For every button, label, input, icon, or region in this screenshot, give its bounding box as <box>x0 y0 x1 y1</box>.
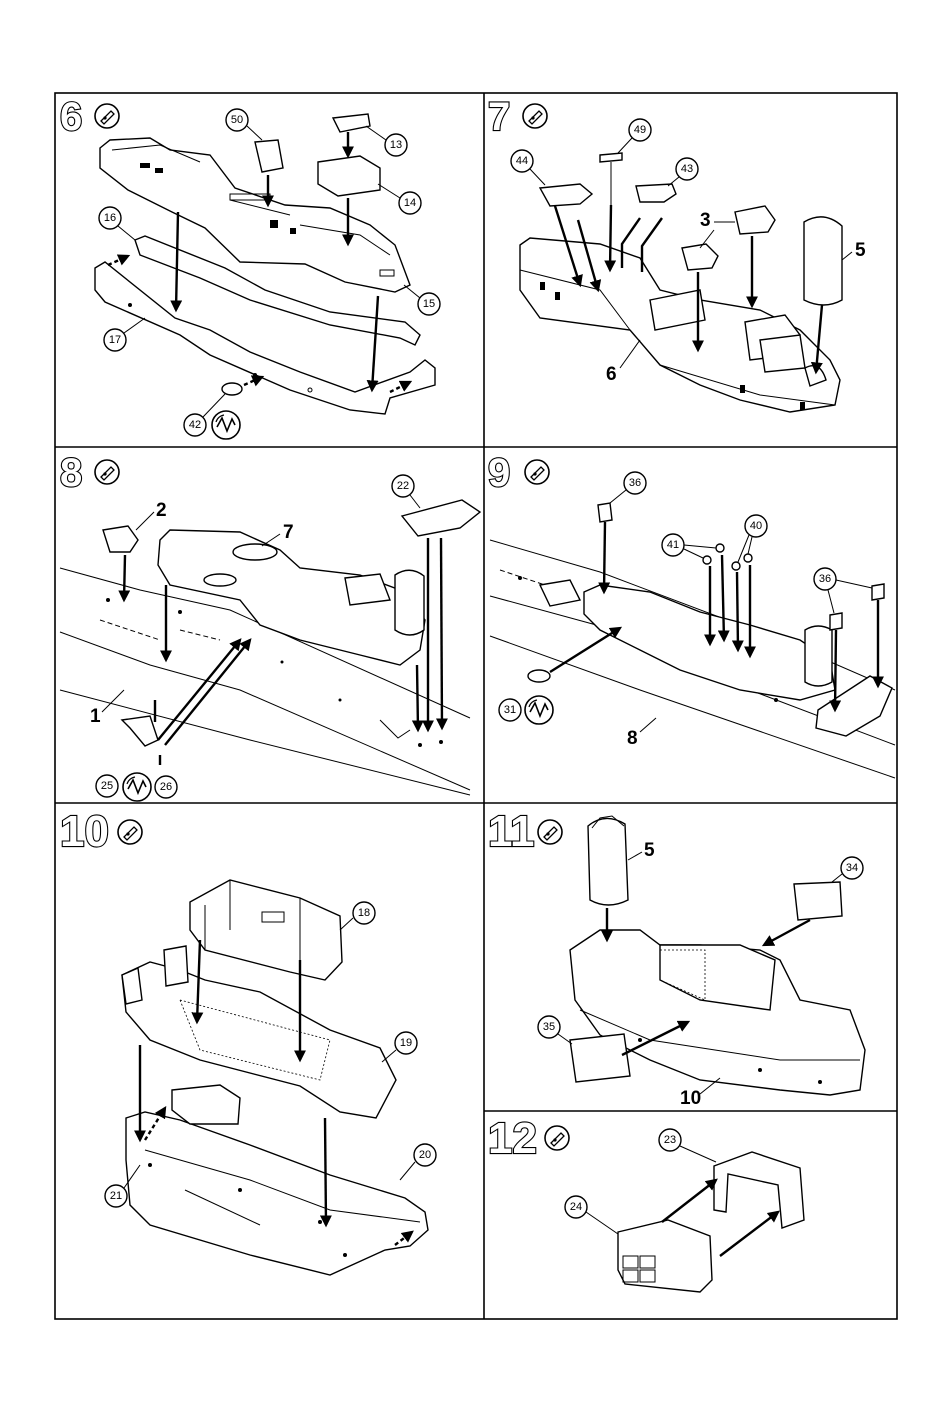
part-5-funnel <box>804 217 842 305</box>
callout-20: 20 <box>400 1144 436 1180</box>
callout-17: 17 <box>104 318 145 351</box>
callout-41: 41 <box>662 534 716 558</box>
svg-text:13: 13 <box>390 139 402 151</box>
callout-31: 31 <box>499 699 521 721</box>
svg-text:42: 42 <box>189 419 201 431</box>
svg-text:18: 18 <box>358 907 370 919</box>
label-part-3: 3 <box>700 210 711 231</box>
part-50 <box>255 140 283 172</box>
step-number: 8 <box>60 451 82 495</box>
svg-text:21: 21 <box>110 1190 122 1202</box>
callout-23: 23 <box>659 1129 716 1162</box>
callout-14: 14 <box>378 184 421 214</box>
part-14 <box>318 156 380 196</box>
step-number: 12 <box>488 1114 537 1163</box>
callout-35: 35 <box>538 1016 572 1044</box>
callout-22: 22 <box>392 475 420 508</box>
step-8-panel: 8 2 7 1 <box>60 451 480 801</box>
let-dry-clock-icon <box>525 696 553 724</box>
svg-text:40: 40 <box>750 520 762 532</box>
glue-tube-icon <box>525 460 549 484</box>
step-number: 9 <box>488 451 510 495</box>
label-part-5: 5 <box>855 240 866 261</box>
callout-40: 40 <box>738 515 767 562</box>
callout-36-second: 36 <box>814 568 872 613</box>
part-43 <box>636 184 676 202</box>
callout-25: 25 <box>96 775 118 797</box>
svg-text:35: 35 <box>543 1021 555 1033</box>
step-number: 6 <box>60 95 82 139</box>
label-part-7: 7 <box>283 522 294 543</box>
callout-26: 26 <box>155 776 177 798</box>
svg-text:36: 36 <box>819 573 831 585</box>
svg-text:34: 34 <box>846 862 858 874</box>
glue-tube-icon <box>95 104 119 128</box>
svg-text:24: 24 <box>570 1201 582 1213</box>
part-36 <box>598 503 612 522</box>
svg-text:19: 19 <box>400 1037 412 1049</box>
glue-tube-icon <box>538 820 562 844</box>
svg-text:31: 31 <box>504 704 516 716</box>
step-10-panel: 10 18 19 20 <box>60 807 436 1275</box>
part-44 <box>540 184 592 206</box>
glue-tube-icon <box>95 460 119 484</box>
svg-text:22: 22 <box>397 480 409 492</box>
glue-tube-icon <box>118 820 142 844</box>
callout-34: 34 <box>832 857 863 882</box>
callout-13: 13 <box>366 126 407 156</box>
label-part-1: 1 <box>90 706 101 727</box>
callout-36: 36 <box>610 472 646 503</box>
let-dry-clock-icon <box>123 773 151 801</box>
svg-text:43: 43 <box>681 163 693 175</box>
callout-43: 43 <box>668 158 698 186</box>
glue-tube-icon <box>523 104 547 128</box>
svg-text:16: 16 <box>104 212 116 224</box>
part-49 <box>600 153 622 162</box>
callout-50: 50 <box>226 109 262 140</box>
svg-text:15: 15 <box>423 298 435 310</box>
glue-tube-icon <box>545 1126 569 1150</box>
callout-19: 19 <box>382 1032 417 1062</box>
svg-text:26: 26 <box>160 781 172 793</box>
callout-15: 15 <box>404 285 440 315</box>
part-35 <box>570 1034 630 1082</box>
svg-text:50: 50 <box>231 114 243 126</box>
svg-text:25: 25 <box>101 780 113 792</box>
svg-text:41: 41 <box>667 539 679 551</box>
svg-text:44: 44 <box>516 155 528 167</box>
step-6-panel: 6 50 <box>60 95 440 439</box>
label-part-2: 2 <box>156 500 167 521</box>
label-part-6: 6 <box>606 364 617 385</box>
svg-text:36: 36 <box>629 477 641 489</box>
step-12-panel: 12 23 24 <box>488 1114 804 1292</box>
svg-text:23: 23 <box>664 1134 676 1146</box>
callout-44: 44 <box>511 150 545 185</box>
let-dry-clock-icon <box>212 411 240 439</box>
step-number: 7 <box>488 95 510 139</box>
callout-18: 18 <box>340 902 375 930</box>
callout-49: 49 <box>618 119 651 153</box>
part-34 <box>794 882 842 920</box>
step-11-panel: 11 5 10 34 35 <box>488 807 865 1109</box>
part-2 <box>103 526 138 552</box>
callout-24: 24 <box>565 1196 618 1234</box>
callout-16: 16 <box>99 207 135 240</box>
label-part-8: 8 <box>627 728 638 749</box>
part-13 <box>333 114 370 132</box>
part-25-26 <box>122 716 158 746</box>
label-part-5: 5 <box>644 840 655 861</box>
step-number: 10 <box>60 807 109 856</box>
svg-text:20: 20 <box>419 1149 431 1161</box>
svg-text:49: 49 <box>634 124 646 136</box>
svg-text:14: 14 <box>404 197 416 209</box>
step-7-panel: 7 3 5 6 <box>488 95 866 412</box>
step-9-panel: 9 8 36 <box>488 451 895 778</box>
step-number: 11 <box>488 807 535 856</box>
part-22 <box>402 500 480 536</box>
part-23 <box>714 1152 804 1228</box>
svg-text:17: 17 <box>109 334 121 346</box>
label-part-10: 10 <box>680 1088 701 1109</box>
